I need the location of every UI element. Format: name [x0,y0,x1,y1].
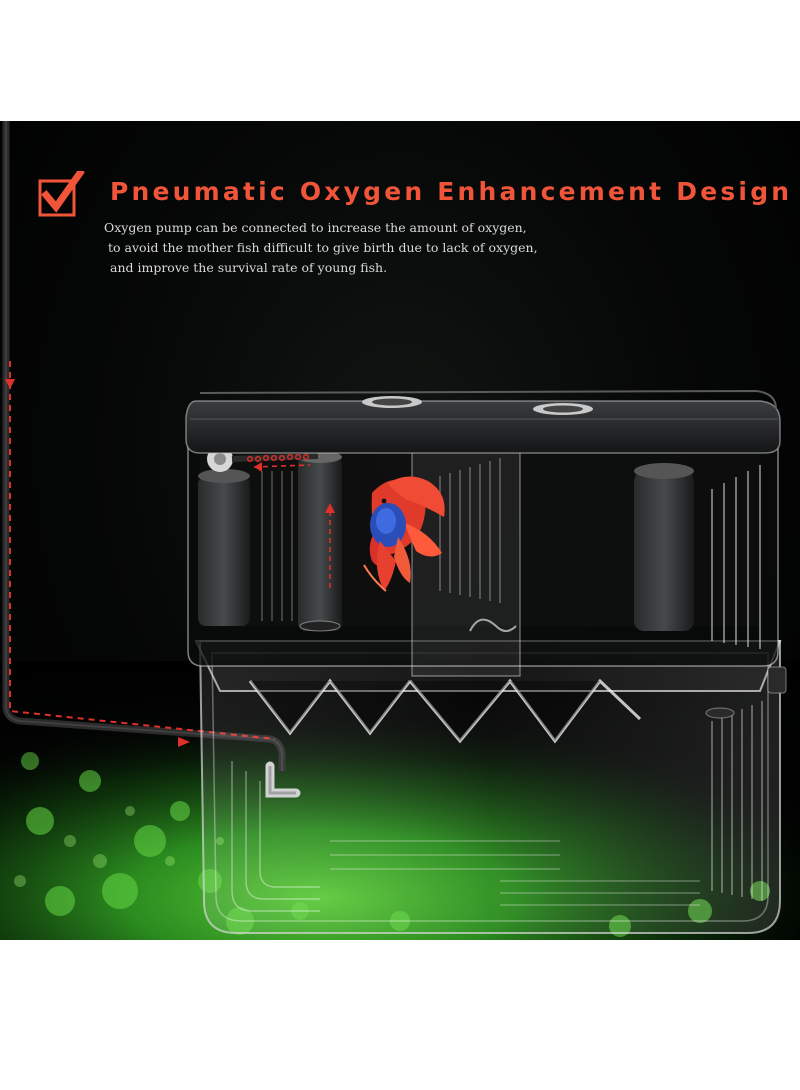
description: Oxygen pump can be connected to increase… [104,218,574,278]
check-box-icon [38,171,85,217]
breeding-box-illustration [2,121,787,934]
description-line: to avoid the mother fish difficult to gi… [108,240,538,255]
headline: Pneumatic Oxygen Enhancement Design [110,177,793,206]
description-line: and improve the survival rate of young f… [110,260,388,275]
product-banner: Pneumatic Oxygen Enhancement Design Oxyg… [0,121,800,940]
headline-row: Pneumatic Oxygen Enhancement Design [38,163,789,221]
betta-fish [363,476,445,592]
description-line: Oxygen pump can be connected to increase… [104,220,527,235]
